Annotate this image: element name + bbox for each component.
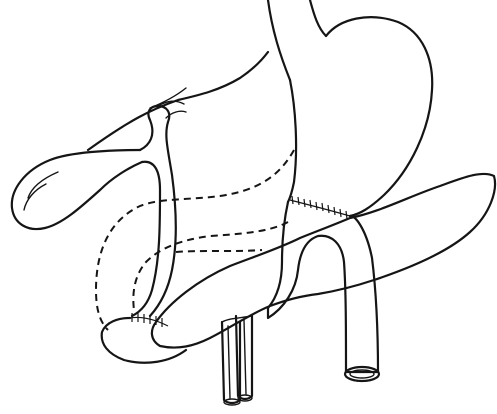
pancreas: [152, 174, 495, 348]
dashed-outlines: [96, 150, 294, 330]
bile-duct: [132, 101, 186, 316]
duodenum-stump: [102, 313, 186, 363]
stomach: [288, 17, 432, 219]
liver-edge: [88, 52, 268, 150]
esophagus: [268, 0, 326, 80]
